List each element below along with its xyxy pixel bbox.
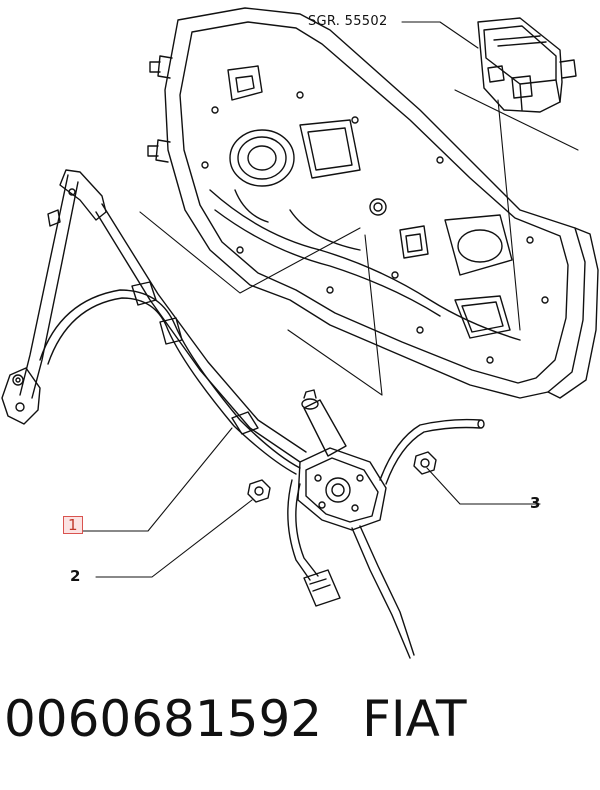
motor-assembly (287, 389, 485, 659)
assembly-reference-label: SGR. 55502 (308, 14, 388, 29)
nut-item-3 (413, 451, 437, 475)
window-regulator-diagram (1, 7, 599, 659)
leader-lines (81, 21, 579, 578)
nut-item-2 (247, 479, 271, 503)
item-3-label: 3 (530, 494, 541, 512)
control-unit (477, 17, 577, 113)
part-number: 0060681592 (4, 690, 323, 748)
regulator-rails (1, 169, 307, 475)
item-1-label: 1 (63, 516, 83, 534)
door-panel (147, 7, 599, 399)
brand-name: FIAT (362, 690, 467, 748)
item-2-label: 2 (70, 567, 81, 585)
